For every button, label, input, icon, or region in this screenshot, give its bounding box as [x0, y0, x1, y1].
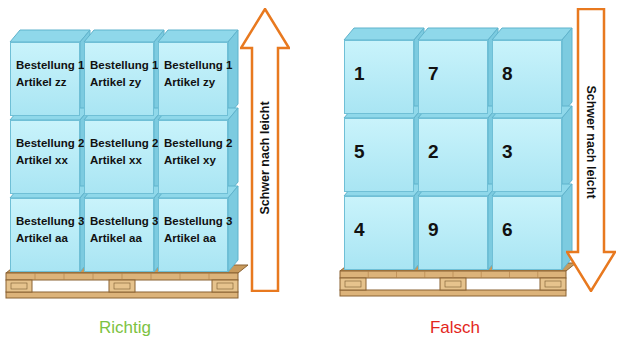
- arrow-label: Schwer nach leicht: [258, 101, 272, 214]
- cube-side: [228, 186, 238, 272]
- order-text: Artikel aa: [16, 230, 75, 247]
- cube-side: [562, 28, 572, 114]
- order-text: Artikel aa: [90, 230, 149, 247]
- order-text: Bestellung 3: [16, 213, 75, 230]
- cube-top: [158, 30, 238, 42]
- order-text: Bestellung 1: [164, 57, 223, 74]
- pallet-box: Bestellung 2Artikel xy: [158, 120, 228, 194]
- pallet-box: 6: [492, 196, 562, 270]
- order-text: Bestellung 2: [16, 135, 75, 152]
- pallet-box: 9: [418, 196, 488, 270]
- order-text: Artikel aa: [164, 230, 223, 247]
- pallet-box: 4: [344, 196, 414, 270]
- order-text: Artikel xx: [16, 152, 75, 169]
- order-text: Artikel xx: [90, 152, 149, 169]
- cube-top: [418, 28, 498, 40]
- pallet-box: Bestellung 1Artikel zz: [10, 42, 80, 116]
- box-number: 3: [502, 141, 557, 163]
- box-number: 9: [428, 219, 483, 241]
- order-text: Artikel xy: [164, 152, 223, 169]
- arrow-label: Schwer nach leicht: [584, 85, 598, 198]
- pallet-box: Bestellung 1Artikel zy: [84, 42, 154, 116]
- order-text: Bestellung 1: [16, 57, 75, 74]
- pallet-box: 5: [344, 118, 414, 192]
- order-text: Bestellung 1: [90, 57, 149, 74]
- pallet-box: 3: [492, 118, 562, 192]
- cube-faces: [10, 28, 572, 272]
- pallet-box: Bestellung 3Artikel aa: [84, 198, 154, 272]
- pallet-box: 8: [492, 40, 562, 114]
- cube-top: [492, 28, 572, 40]
- order-text: Artikel zz: [16, 74, 75, 91]
- box-number: 2: [428, 141, 483, 163]
- cube-side: [228, 30, 238, 116]
- pallet-box: Bestellung 3Artikel aa: [158, 198, 228, 272]
- cube-top: [84, 30, 164, 42]
- order-text: Bestellung 3: [90, 213, 149, 230]
- pallet-box: 2: [418, 118, 488, 192]
- cube-top: [344, 28, 424, 40]
- pallet-box: Bestellung 3Artikel aa: [10, 198, 80, 272]
- wrong-label: Falsch: [430, 318, 480, 338]
- order-text: Artikel zy: [90, 74, 149, 91]
- order-text: Bestellung 2: [90, 135, 149, 152]
- order-text: Bestellung 2: [164, 135, 223, 152]
- cube-side: [228, 108, 238, 194]
- order-text: Bestellung 3: [164, 213, 223, 230]
- cube-top: [10, 30, 90, 42]
- pallet-box: 1: [344, 40, 414, 114]
- box-number: 8: [502, 63, 557, 85]
- pallet-box: 7: [418, 40, 488, 114]
- box-number: 5: [354, 141, 409, 163]
- pallet-box: Bestellung 2Artikel xx: [84, 120, 154, 194]
- direction-arrow: Schwer nach leicht: [566, 8, 616, 292]
- box-number: 4: [354, 219, 409, 241]
- box-number: 1: [354, 63, 409, 85]
- cube-side: [562, 106, 572, 192]
- correct-label: Richtig: [99, 318, 151, 338]
- box-number: 6: [502, 219, 557, 241]
- direction-arrow: Schwer nach leicht: [240, 8, 290, 292]
- box-number: 7: [428, 63, 483, 85]
- order-text: Artikel zy: [164, 74, 223, 91]
- pallet-box: Bestellung 2Artikel xx: [10, 120, 80, 194]
- pallet-box: Bestellung 1Artikel zy: [158, 42, 228, 116]
